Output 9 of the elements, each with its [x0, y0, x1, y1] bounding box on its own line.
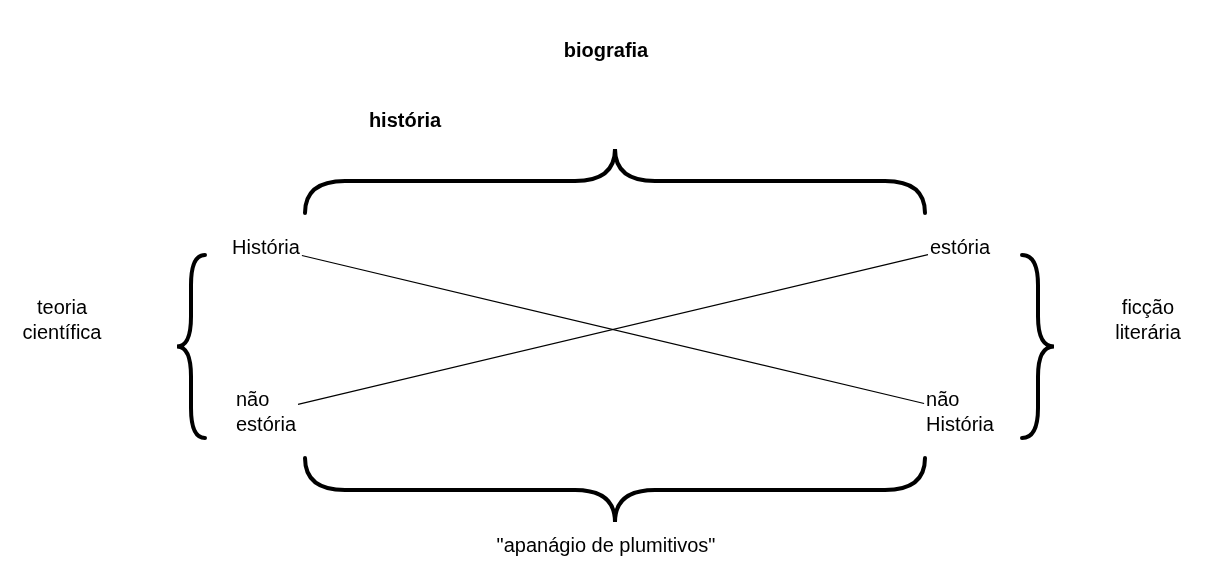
term-text: não História [926, 387, 994, 437]
category-label: história [368, 107, 442, 133]
category-label: "apanágio de plumitivos" [496, 532, 716, 558]
diagram-title: biografia [563, 38, 649, 62]
term-text: não estória [236, 387, 296, 437]
term-text: História [232, 234, 300, 260]
category-label: teoria científica [22, 295, 102, 345]
category-label: ficção literária [1115, 295, 1181, 345]
term-text: estória [930, 234, 990, 260]
